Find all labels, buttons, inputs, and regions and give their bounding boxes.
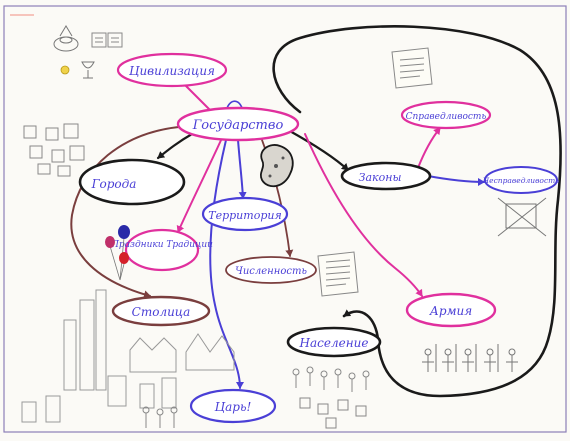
doodle-coin-icon: [60, 65, 70, 75]
doodle-balloons-icon: [105, 225, 130, 281]
node-laws: Законы: [340, 161, 432, 191]
node-label-injustice: Несправедливость: [482, 176, 560, 185]
doodle-figures-icon: [142, 406, 178, 428]
node-label-cities: Города: [91, 177, 137, 191]
edge-state-capital: [70, 125, 191, 299]
doodle-ring-icon: [53, 25, 79, 52]
node-label-justice: Справедливость: [406, 112, 487, 122]
node-label-tsar: Царь!: [215, 400, 252, 414]
edge-state-army: [304, 133, 423, 297]
edge-state-territory: [237, 139, 247, 199]
doodle-map-icon: [259, 144, 294, 188]
doodle-book-icon: [91, 32, 123, 48]
node-label-state: Государство: [192, 118, 284, 133]
node-army: Армия: [405, 292, 497, 328]
doodle-soldiers-icon: [422, 344, 518, 372]
node-label-territory: Территория: [208, 209, 281, 222]
node-state: Государство: [176, 106, 300, 142]
page-frame: [3, 5, 567, 433]
node-label-holidays: Праздники Традиции: [110, 240, 213, 250]
node-injustice: Несправедливость: [482, 166, 560, 194]
edge-state-laws: [286, 128, 350, 172]
node-label-population-count: Численность: [235, 266, 307, 277]
node-label-laws: Законы: [359, 171, 402, 184]
doodle-people-icon: [292, 366, 370, 429]
doodle-document-icon: [317, 251, 359, 297]
node-capital: Столица: [111, 295, 211, 327]
loop-state-to-population: [272, 25, 562, 398]
edge-state-tsar: [209, 139, 244, 389]
node-holidays: Праздники Традиции: [110, 228, 213, 272]
node-label-capital: Столица: [132, 305, 191, 319]
edge-laws-injustice: [427, 175, 485, 186]
node-tsar: Царь!: [189, 388, 277, 424]
node-population: Население: [286, 326, 382, 358]
node-label-civilization: Цивилизация: [129, 64, 215, 78]
node-label-population: Население: [299, 336, 369, 350]
doodle-houses-icon: [23, 123, 85, 177]
node-cities: Города: [78, 158, 186, 206]
node-territory: Территория: [201, 196, 289, 232]
edge-laws-justice: [417, 127, 441, 169]
node-civilization: Цивилизация: [116, 52, 228, 88]
edge-state-holidays: [176, 137, 223, 233]
doodle-cup-icon: [81, 61, 95, 79]
node-justice: Справедливость: [400, 100, 492, 130]
node-label-army: Армия: [429, 304, 472, 318]
doodle-towers-icon: [21, 289, 235, 423]
doodle-crossed-scales-icon: [497, 197, 547, 237]
doodle-scroll-icon: [391, 47, 433, 89]
edge-state-cities: [156, 132, 194, 160]
node-population-count: Численность: [225, 256, 317, 284]
